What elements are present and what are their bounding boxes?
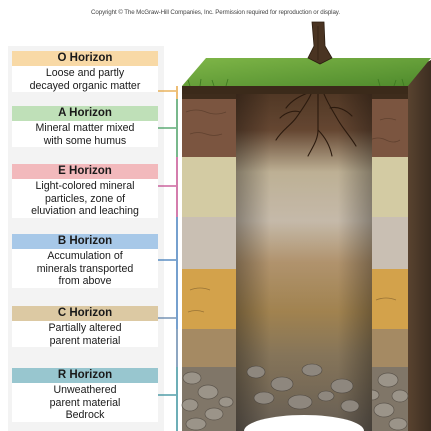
e-horizon-line-3: eluviation and leaching (12, 205, 158, 218)
label-e-horizon: E Horizon Light-colored mineral particle… (12, 164, 158, 218)
a-horizon-line-1: Mineral matter mixed (12, 122, 158, 135)
o-horizon-line-2: decayed organic matter (12, 80, 158, 93)
b-horizon-line-2: minerals transported (12, 263, 158, 276)
c-horizon-line-1: Partially altered (12, 322, 158, 335)
b-horizon-line-1: Accumulation of (12, 250, 158, 263)
grass-surface (182, 58, 431, 94)
label-r-horizon: R Horizon Unweathered parent material Be… (12, 368, 158, 422)
o-horizon-desc: Loose and partly decayed organic matter (12, 66, 158, 92)
r-horizon-line-1: Unweathered (12, 384, 158, 397)
a-horizon-line-2: with some humus (12, 135, 158, 148)
c-horizon-title: C Horizon (12, 306, 158, 321)
e-horizon-line-2: particles, zone of (12, 193, 158, 206)
o-horizon-line-1: Loose and partly (12, 67, 158, 80)
e-horizon-title: E Horizon (12, 164, 158, 179)
b-horizon-desc: Accumulation of minerals transported fro… (12, 249, 158, 288)
label-o-horizon: O Horizon Loose and partly decayed organ… (12, 51, 158, 92)
o-horizon-title: O Horizon (12, 51, 158, 66)
r-horizon-line-3: Bedrock (12, 409, 158, 422)
label-b-horizon: B Horizon Accumulation of minerals trans… (12, 234, 158, 288)
e-horizon-line-1: Light-colored mineral (12, 180, 158, 193)
soil-pit (236, 81, 372, 431)
block-right-face (408, 60, 431, 431)
a-horizon-desc: Mineral matter mixed with some humus (12, 121, 158, 147)
a-horizon-title: A Horizon (12, 106, 158, 121)
tree-trunk (308, 22, 332, 64)
r-horizon-title: R Horizon (12, 368, 158, 383)
label-a-horizon: A Horizon Mineral matter mixed with some… (12, 106, 158, 147)
e-horizon-desc: Light-colored mineral particles, zone of… (12, 179, 158, 218)
c-horizon-line-2: parent material (12, 335, 158, 348)
horizon-connectors (158, 86, 177, 431)
r-horizon-line-2: parent material (12, 397, 158, 410)
label-c-horizon: C Horizon Partially altered parent mater… (12, 306, 158, 347)
b-horizon-line-3: from above (12, 275, 158, 288)
c-horizon-desc: Partially altered parent material (12, 321, 158, 347)
b-horizon-title: B Horizon (12, 234, 158, 249)
r-horizon-desc: Unweathered parent material Bedrock (12, 383, 158, 422)
